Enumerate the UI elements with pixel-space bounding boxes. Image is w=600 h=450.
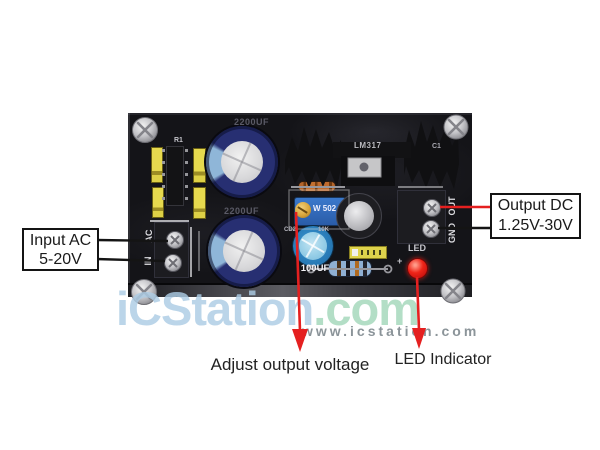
heatsink	[285, 121, 459, 189]
silkscreen-100uf: 100UF	[300, 263, 330, 274]
silkscreen-cap2-value: 2200UF	[224, 206, 260, 216]
trimmer-adjust-screw	[295, 202, 311, 218]
electrolytic-capacitor-1	[206, 126, 278, 198]
capacitor-vent-top	[223, 230, 265, 272]
silkscreen-led: LED	[408, 243, 426, 253]
silkscreen-cd2: CD2	[284, 227, 297, 233]
input-label-line2: 5-20V	[39, 251, 82, 268]
dc-output-terminal-block	[397, 190, 446, 244]
screw-icon	[131, 279, 157, 305]
ic-pins-right	[185, 149, 188, 205]
input-label-box: Input AC 5-20V	[22, 228, 99, 271]
screw-icon	[132, 117, 158, 143]
capacitor-vent-top	[221, 141, 263, 183]
dip-ic	[166, 146, 184, 206]
black-capacitor	[336, 193, 382, 239]
capacitor-top	[299, 232, 327, 260]
sticker-chip	[352, 249, 358, 256]
component-leads	[291, 186, 393, 274]
ic-pins-left	[162, 149, 165, 205]
output-label-line2: 1.25V-30V	[498, 217, 573, 234]
regulator-mount-screw	[359, 162, 369, 172]
adjust-arrow	[292, 211, 308, 352]
rectifier-diode	[193, 148, 206, 183]
silkscreen-cap1-value: 2200UF	[234, 117, 270, 127]
screw-icon	[440, 278, 466, 304]
sticker-print	[361, 250, 384, 255]
trimmer-marking: W 502	[313, 204, 337, 213]
screw-icon	[443, 114, 469, 140]
output-label-line1: Output DC	[497, 197, 574, 214]
silkscreen-led-plus: +	[397, 256, 403, 266]
watermark-brand-suffix: .com	[313, 282, 420, 335]
output-label-box: Output DC 1.25V-30V	[490, 193, 581, 239]
watermark-brand-text: iCStation	[116, 282, 314, 335]
electrolytic-capacitor-2	[208, 215, 280, 287]
arrow-down-icon	[292, 329, 308, 352]
input-leader-lines	[95, 238, 169, 263]
small-capacitor-100uf	[293, 226, 333, 266]
corner-screws	[131, 114, 469, 305]
capacitor-top	[344, 201, 374, 231]
watermark-brand: iCStation.com	[116, 281, 420, 336]
rectifier-diode	[193, 187, 206, 219]
pcb-side-edge	[128, 283, 472, 297]
terminal-screws	[164, 199, 441, 272]
silkscreen-regulator: LM317	[354, 141, 382, 150]
input-label-line1: Input AC	[29, 232, 92, 249]
led-indicator-caption: LED Indicator	[394, 351, 492, 368]
silkscreen-10k: 10K	[318, 227, 330, 233]
silkscreen-c1: C1	[432, 143, 441, 150]
silkscreen-r1: R1	[174, 137, 183, 144]
adjust-voltage-caption: Adjust output voltage	[210, 355, 370, 374]
led-arrow	[412, 276, 426, 349]
component-sticker	[349, 246, 387, 259]
watermark-url: www.icstation.com	[302, 323, 480, 339]
silkscreen-traces	[150, 186, 443, 277]
arrow-down-icon	[412, 328, 426, 349]
